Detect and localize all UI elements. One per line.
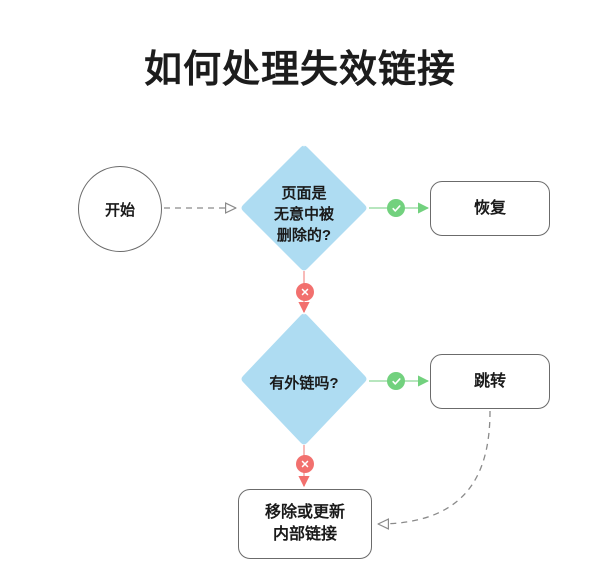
edge-redirect-to-remove	[378, 410, 491, 524]
node-redirect[interactable]: 跳转	[430, 354, 550, 409]
cross-icon	[296, 455, 314, 473]
decision-deleted-diamond[interactable]	[241, 145, 367, 271]
page-title: 如何处理失效链接	[143, 49, 456, 91]
node-redirect-label: 跳转	[473, 372, 506, 390]
node-restore-label: 恢复	[473, 199, 506, 217]
node-start[interactable]: 开始	[78, 166, 162, 252]
node-remove-update-line2: 内部链接	[272, 526, 337, 543]
cross-icon	[296, 283, 314, 301]
node-remove-update-line1: 移除或更新	[264, 504, 345, 522]
node-start-label: 开始	[104, 201, 135, 219]
check-icon	[387, 199, 405, 217]
node-remove-update[interactable]: 移除或更新 内部链接	[238, 489, 372, 559]
check-icon	[387, 372, 405, 390]
node-restore[interactable]: 恢复	[430, 181, 550, 236]
decision-backlinks-diamond[interactable]	[241, 313, 367, 445]
